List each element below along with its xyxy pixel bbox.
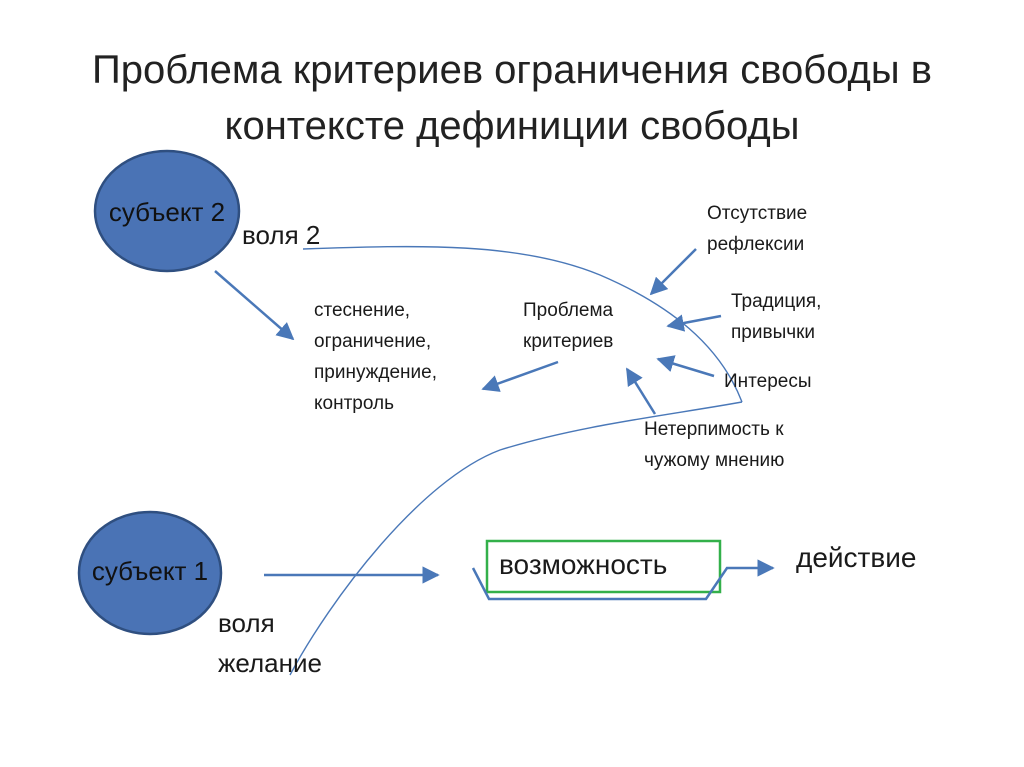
- factor-no-reflection: Отсутствие рефлексии: [707, 198, 807, 260]
- will-1-line: желание: [218, 648, 322, 678]
- factor-interests: Интересы: [724, 371, 812, 392]
- will-2-label: воля 2: [242, 220, 321, 250]
- factor-intolerance: Нетерпимость к чужому мнению: [644, 414, 784, 476]
- subject-1-node: субъект 1: [77, 510, 223, 636]
- arrow-interests-to-problem: [656, 355, 715, 378]
- factor-line: чужому мнению: [644, 450, 785, 471]
- subject-1-label: субъект 1: [92, 556, 208, 586]
- factor-line: Отсутствие: [707, 203, 808, 224]
- problem-criteria-label: Проблема критериев: [523, 295, 613, 357]
- problem-line: Проблема: [523, 300, 614, 321]
- restriction-list: стеснение, ограничение, принуждение, кон…: [314, 295, 437, 419]
- title-line-1: Проблема критериев ограничения свободы в: [91, 48, 933, 92]
- problem-line: критериев: [523, 331, 614, 352]
- factor-tradition: Традиция, привычки: [731, 286, 821, 348]
- factor-line: Традиция,: [731, 291, 822, 312]
- restriction-item: стеснение,: [314, 300, 411, 321]
- arrow-problem-to-restriction: [481, 360, 559, 392]
- subject-2-node: субъект 2: [93, 149, 241, 273]
- will-1-line: воля: [218, 608, 275, 638]
- restriction-item: контроль: [314, 393, 394, 414]
- possibility-box: [485, 539, 722, 594]
- arrow-tradition-to-problem: [666, 314, 722, 332]
- factor-line: Нетерпимость к: [644, 419, 784, 440]
- possibility-label: возможность: [499, 549, 668, 580]
- factor-line: привычки: [731, 322, 816, 343]
- slide-title: Проблема критериев ограничения свободы в…: [40, 42, 984, 154]
- will-1-curve: [289, 401, 743, 676]
- arrow-reflexion-to-curve: [649, 248, 697, 296]
- restriction-item: ограничение,: [314, 331, 432, 352]
- factor-line: рефлексии: [707, 234, 805, 255]
- arrow-intolerance-to-problem: [625, 367, 657, 415]
- action-label: действие: [796, 542, 917, 573]
- possibility-bracket: [471, 559, 775, 601]
- will-2-curve: [302, 245, 743, 403]
- title-line-2: контексте дефиниции свободы: [224, 104, 800, 148]
- subject-2-label: субъект 2: [109, 197, 225, 227]
- arrow-subject2-to-restriction: [214, 270, 295, 341]
- will-1-labels: воля желание: [218, 603, 322, 683]
- restriction-item: принуждение,: [314, 362, 437, 383]
